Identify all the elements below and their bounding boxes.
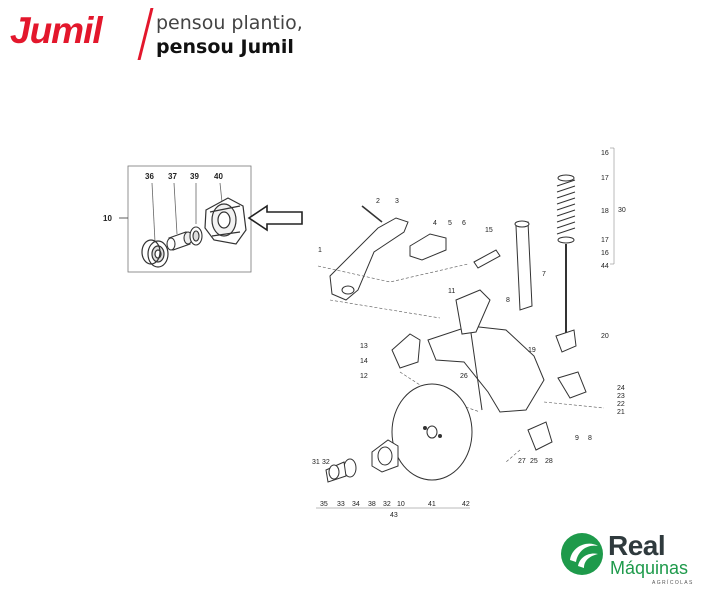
- callout-16a: 16: [601, 150, 609, 157]
- callout-10: 10: [397, 501, 405, 508]
- callout-38: 38: [368, 501, 376, 508]
- callout-41: 41: [428, 501, 436, 508]
- dealer-logo: Real Máquinas AGRÍCOLAS: [558, 528, 714, 588]
- callout-2: 2: [376, 198, 380, 205]
- callout-24: 24: [617, 385, 625, 392]
- brand-tagline-line2: pensou Jumil: [156, 36, 294, 58]
- callout-16b: 16: [601, 250, 609, 257]
- callout-34: 34: [352, 501, 360, 508]
- spring-18: [556, 179, 576, 235]
- callout-1: 1: [318, 247, 322, 254]
- detail-part-37: 37: [168, 172, 177, 181]
- leader-36: [151, 182, 156, 243]
- callout-21: 21: [617, 409, 625, 416]
- callout-20: 20: [601, 333, 609, 340]
- callout-33: 33: [337, 501, 345, 508]
- callout-27: 27: [518, 458, 526, 465]
- callout-6: 6: [462, 220, 466, 227]
- brand-tagline-line1: pensou plantio,: [156, 12, 303, 34]
- hub-40: [204, 197, 247, 245]
- leader-37: [173, 182, 178, 235]
- disc-41: [391, 383, 473, 481]
- dealer-small-text: AGRÍCOLAS: [652, 580, 694, 586]
- callout-23: 23: [617, 393, 625, 400]
- detail-assembly-label: 10: [103, 214, 112, 223]
- pointer-arrow: [247, 204, 303, 232]
- callout-30: 30: [618, 207, 626, 214]
- detail-part-36: 36: [145, 172, 154, 181]
- dealer-name: Real: [608, 530, 666, 561]
- callout-19: 19: [528, 347, 536, 354]
- main-frame: [317, 174, 605, 463]
- callout-26: 26: [460, 373, 468, 380]
- callout-32a: 32: [322, 459, 330, 466]
- callout-12: 12: [360, 373, 368, 380]
- callout-8b: 8: [588, 435, 592, 442]
- callout-43: 43: [390, 512, 398, 519]
- callout-7: 7: [542, 271, 546, 278]
- callout-44: 44: [601, 263, 609, 270]
- callout-9: 9: [575, 435, 579, 442]
- callout-5: 5: [448, 220, 452, 227]
- callout-22: 22: [617, 401, 625, 408]
- callout-42: 42: [462, 501, 470, 508]
- callout-15: 15: [485, 227, 493, 234]
- callout-17b: 17: [601, 237, 609, 244]
- leader-40: [219, 182, 223, 203]
- callout-18: 18: [601, 208, 609, 215]
- detail-part-39: 39: [190, 172, 199, 181]
- callout-14: 14: [360, 358, 368, 365]
- callout-35: 35: [320, 501, 328, 508]
- hub-detail-box: 10 36 37 39 40: [103, 165, 252, 273]
- callout-11: 11: [448, 288, 455, 295]
- callout-28: 28: [545, 458, 553, 465]
- dealer-subtitle: Máquinas: [610, 558, 689, 578]
- callout-4: 4: [433, 220, 437, 227]
- spacer-37: [166, 231, 193, 251]
- callout-31: 31: [312, 459, 320, 466]
- brand-logo: Jumil: [10, 10, 103, 51]
- callout-25: 25: [530, 458, 538, 465]
- callout-13: 13: [360, 343, 368, 350]
- bearing-39: [189, 226, 203, 246]
- detail-part-40: 40: [214, 172, 223, 181]
- callout-17a: 17: [601, 175, 609, 182]
- callout-8a: 8: [506, 297, 510, 304]
- hub-assembly-10: [325, 439, 399, 483]
- brand-header: Jumil pensou plantio, pensou Jumil: [8, 4, 308, 64]
- bearing-36: [141, 239, 169, 268]
- callout-3: 3: [395, 198, 399, 205]
- callout-32b: 32: [383, 501, 391, 508]
- dealer-emblem-icon: [561, 533, 603, 575]
